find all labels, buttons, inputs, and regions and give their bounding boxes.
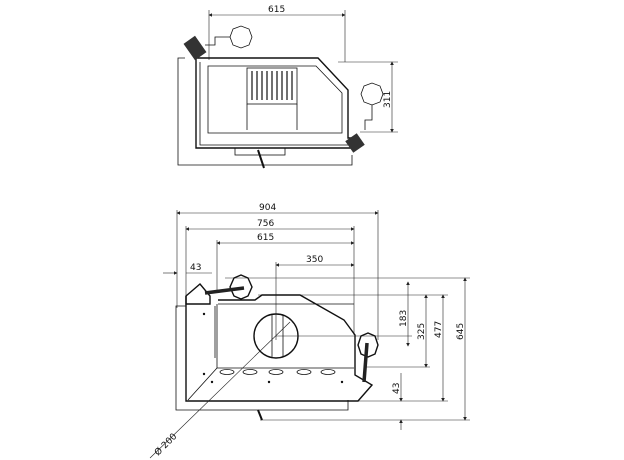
- hinge-right: [345, 133, 365, 153]
- firebox-outline: [195, 57, 356, 149]
- dim-label-43-base: 43: [392, 383, 402, 394]
- damper-rod-left: [204, 286, 245, 295]
- outer-casing-outline-front: [175, 305, 349, 411]
- dim-label-325: 325: [417, 323, 427, 340]
- door-handle: [257, 149, 265, 169]
- flue-outlet-circle: [253, 313, 299, 359]
- dim-label-615: 615: [257, 233, 274, 243]
- air-vents: [219, 369, 336, 375]
- dim-label-diameter: Ø 200: [152, 431, 179, 458]
- front-view: 904 756 615 350 43 183 325 477 645 43: [149, 203, 470, 459]
- dim-label-615-top: 615: [268, 5, 285, 15]
- dim-label-350: 350: [306, 255, 323, 265]
- flue-collar-top: [229, 25, 253, 49]
- flue-collar-right: [357, 332, 379, 358]
- dim-label-477: 477: [434, 321, 444, 338]
- dim-label-645: 645: [456, 323, 466, 340]
- dim-label-43-side: 43: [190, 263, 201, 273]
- dim-label-183: 183: [399, 310, 409, 327]
- damper-rod-right: [362, 342, 369, 383]
- flue-collar-side: [360, 82, 384, 106]
- grate: [246, 67, 298, 105]
- dim-label-311: 311: [383, 91, 393, 108]
- door-handle-front: [257, 409, 263, 421]
- dim-label-756: 756: [257, 219, 274, 229]
- dim-label-904: 904: [259, 203, 276, 213]
- top-view: 615 311: [177, 5, 398, 169]
- hinge-left: [183, 35, 207, 61]
- outer-casing-outline: [177, 57, 353, 166]
- diameter-leader-line: [149, 321, 291, 459]
